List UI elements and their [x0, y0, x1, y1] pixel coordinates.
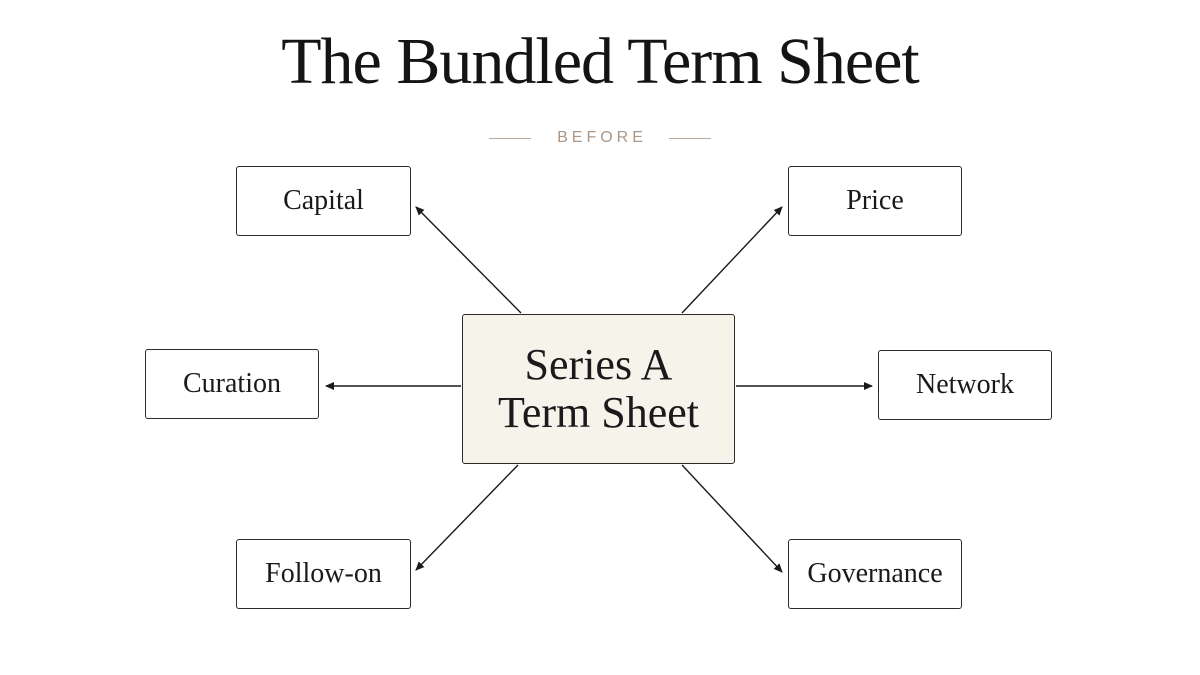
arrow-to-governance — [681, 464, 783, 573]
center-node-term-sheet: Series A Term Sheet — [462, 314, 735, 464]
node-curation: Curation — [145, 349, 319, 419]
node-network: Network — [878, 350, 1052, 420]
subtitle-rule-left — [489, 137, 532, 139]
node-follow-on: Follow-on — [236, 539, 411, 609]
arrow-to-capital — [415, 206, 522, 314]
center-node-line-1: Series A — [524, 340, 673, 390]
node-capital-label: Capital — [283, 185, 364, 216]
arrow-to-price — [681, 206, 783, 314]
node-follow-on-label: Follow-on — [265, 558, 382, 589]
subtitle-row: BEFORE — [0, 126, 1200, 150]
node-price: Price — [788, 166, 962, 236]
node-governance-label: Governance — [807, 558, 943, 589]
node-capital: Capital — [236, 166, 411, 236]
node-price-label: Price — [846, 185, 904, 216]
node-network-label: Network — [916, 369, 1014, 400]
arrow-to-follow-on — [415, 464, 519, 571]
center-node-line-2: Term Sheet — [498, 388, 699, 437]
subtitle-label: BEFORE — [557, 129, 647, 146]
node-governance: Governance — [788, 539, 962, 609]
subtitle-rule-right — [668, 137, 711, 139]
diagram-title: The Bundled Term Sheet — [281, 25, 920, 98]
node-curation-label: Curation — [183, 368, 281, 399]
